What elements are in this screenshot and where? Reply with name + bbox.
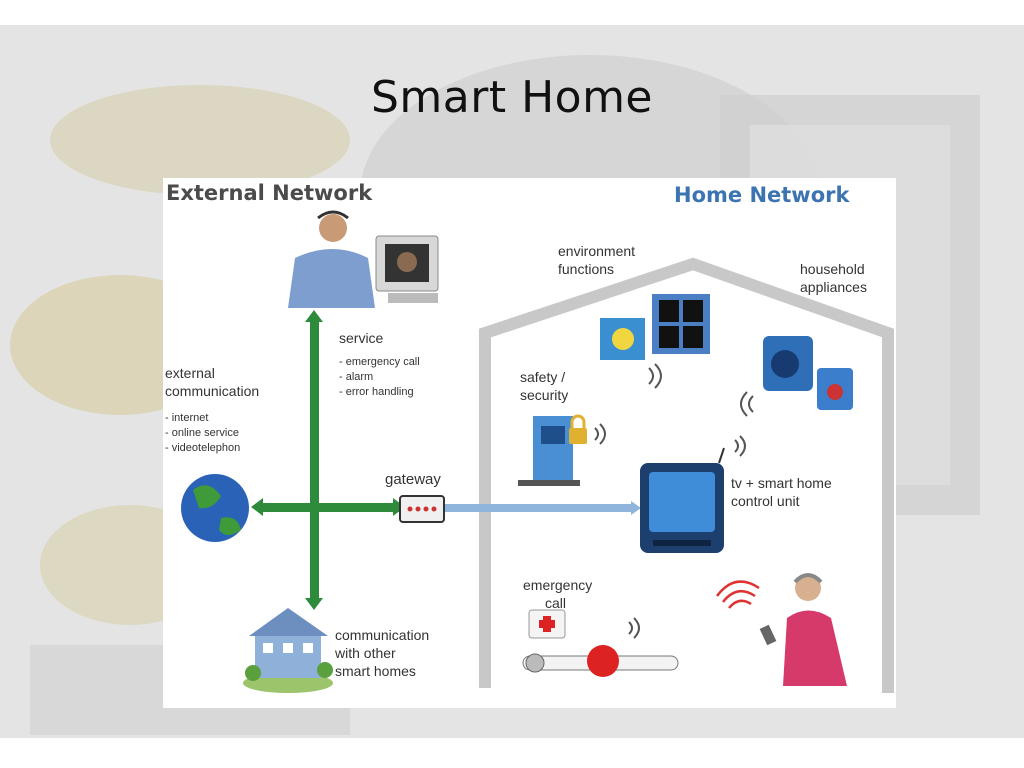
svg-text:- error handling: - error handling [339, 386, 414, 398]
door-lock-icon [518, 414, 587, 486]
globe-icon [181, 474, 249, 542]
household-appliances-label: household appliances [800, 261, 867, 295]
svg-text:security: security [520, 387, 568, 403]
signal-waves-icon-5 [628, 617, 640, 639]
svg-text:- emergency call: - emergency call [339, 356, 420, 368]
svg-text:- internet: - internet [165, 412, 208, 424]
svg-text:tv + smart home: tv + smart home [731, 475, 832, 491]
appliances-icon [763, 336, 853, 410]
emergency-call-label: emergency call [523, 577, 592, 611]
neighbor-house-icon [243, 608, 333, 693]
svg-text:- videotelephon: - videotelephon [165, 442, 240, 454]
svg-text:control unit: control unit [731, 493, 800, 509]
gateway-device-icon [399, 495, 445, 523]
svg-text:communication: communication [165, 383, 259, 399]
external-communication-label: external communication - internet - onli… [165, 365, 259, 454]
external-network-lines [251, 310, 405, 610]
first-aid-icon [528, 609, 566, 639]
home-network-line [445, 501, 641, 515]
smart-home-diagram: External Network Home Network [163, 178, 896, 708]
slide-title: Smart Home [370, 72, 654, 123]
window-icon [652, 294, 710, 354]
svg-text:- online service: - online service [165, 427, 239, 439]
svg-text:household: household [800, 261, 865, 277]
svg-text:environment: environment [558, 243, 635, 259]
signal-waves-icon [648, 363, 662, 389]
svg-text:with other: with other [334, 645, 396, 661]
svg-text:functions: functions [558, 261, 614, 277]
svg-text:appliances: appliances [800, 279, 867, 295]
signal-waves-icon-2 [740, 391, 754, 417]
tv-control-unit-label: tv + smart home control unit [731, 475, 832, 509]
svg-text:smart homes: smart homes [335, 663, 416, 679]
svg-text:call: call [545, 595, 566, 611]
external-network-heading: External Network [166, 181, 373, 205]
svg-text:safety /: safety / [520, 369, 565, 385]
home-network-heading: Home Network [674, 183, 850, 207]
svg-text:external: external [165, 365, 215, 381]
svg-text:- alarm: - alarm [339, 371, 373, 383]
thermostat-icon [600, 318, 645, 360]
service-label: service - emergency call - alarm - error… [339, 330, 420, 398]
svg-text:emergency: emergency [523, 577, 592, 593]
safety-security-label: safety / security [520, 369, 568, 403]
gateway-label: gateway [385, 471, 441, 488]
environment-functions-label: environment functions [558, 243, 635, 277]
svg-text:communication: communication [335, 627, 429, 643]
signal-waves-icon-3 [594, 423, 606, 445]
house-outline [479, 257, 894, 693]
other-homes-label: communication with other smart homes [334, 627, 429, 679]
svg-text:service: service [339, 330, 384, 346]
service-operator-icon [288, 210, 439, 308]
emergency-button-icon [522, 645, 679, 677]
tv-control-unit-icon [640, 447, 725, 553]
person-with-phone-icon [716, 573, 847, 686]
signal-waves-icon-4 [734, 435, 746, 457]
